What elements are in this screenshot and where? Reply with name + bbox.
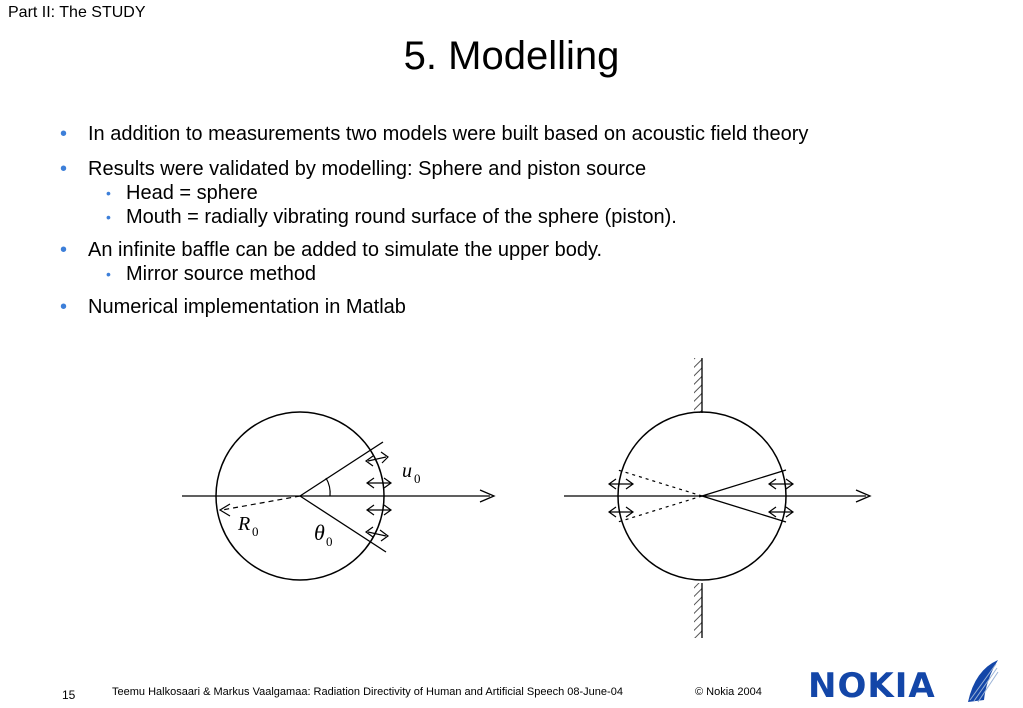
radius-line <box>221 495 301 511</box>
r-label: R <box>237 513 250 535</box>
sub-bullet-icon: • <box>106 266 111 282</box>
bullet-icon: • <box>60 296 68 318</box>
bullet-icon: • <box>60 158 68 180</box>
bullet-list: • In addition to measurements two models… <box>60 120 1000 328</box>
bullet-icon: • <box>60 239 68 261</box>
sphere-model-left: u 0 R 0 θ 0 <box>182 411 496 581</box>
piston-edge-upper <box>299 441 384 497</box>
bullet-item: • An infinite baffle can be added to sim… <box>60 236 1000 286</box>
bullet-item: • In addition to measurements two models… <box>60 120 1000 148</box>
section-label: Part II: The STUDY <box>8 4 146 21</box>
nokia-logo: NOKIA <box>808 666 936 706</box>
bullet-text: Results were validated by modelling: Sph… <box>88 158 647 180</box>
sub-bullet-text: Mirror source method <box>126 263 317 285</box>
u-subscript: 0 <box>414 471 421 486</box>
bullet-item: • Numerical implementation in Matlab <box>60 293 1000 321</box>
axis-arrow-icon <box>479 489 496 503</box>
sub-bullet-item: • Mouth = radially vibrating round surfa… <box>88 205 1000 229</box>
bullet-text: Numerical implementation in Matlab <box>88 296 406 318</box>
velocity-arrows <box>364 451 393 542</box>
velocity-arrows <box>607 478 795 518</box>
sub-bullet-text: Mouth = radially vibrating round surface… <box>126 206 677 228</box>
sub-bullet-icon: • <box>106 185 111 201</box>
page-number: 15 <box>62 688 76 702</box>
bullet-text: An infinite baffle can be added to simul… <box>88 239 603 261</box>
r-subscript: 0 <box>252 524 259 539</box>
sub-bullet-item: • Head = sphere <box>88 181 1000 205</box>
footer-citation: Teemu Halkosaari & Markus Vaalgamaa: Rad… <box>112 686 623 698</box>
mirror-edge-lower <box>617 495 703 523</box>
nokia-wing-icon <box>968 660 999 703</box>
theta-subscript: 0 <box>326 534 333 549</box>
theta-arc <box>325 477 331 497</box>
slide-title: 5. Modelling <box>403 34 620 78</box>
sub-bullet-icon: • <box>106 209 111 225</box>
bullet-item: • Results were validated by modelling: S… <box>60 155 1000 229</box>
footer-copyright: © Nokia 2004 <box>695 686 762 698</box>
baffle-lower <box>694 583 702 638</box>
sphere-model-right <box>564 358 872 638</box>
theta-label: θ <box>314 520 325 545</box>
piston-edge-lower <box>299 495 387 553</box>
u-label: u <box>402 460 412 482</box>
axis-arrow-icon <box>855 489 872 503</box>
mirror-edge-upper <box>617 469 703 497</box>
sub-bullet-text: Head = sphere <box>126 182 258 204</box>
sub-bullet-item: • Mirror source method <box>88 262 1000 286</box>
bullet-icon: • <box>60 123 68 145</box>
bullet-text: In addition to measurements two models w… <box>88 123 809 145</box>
baffle-upper <box>694 358 702 413</box>
radius-arrow-icon <box>218 503 231 517</box>
